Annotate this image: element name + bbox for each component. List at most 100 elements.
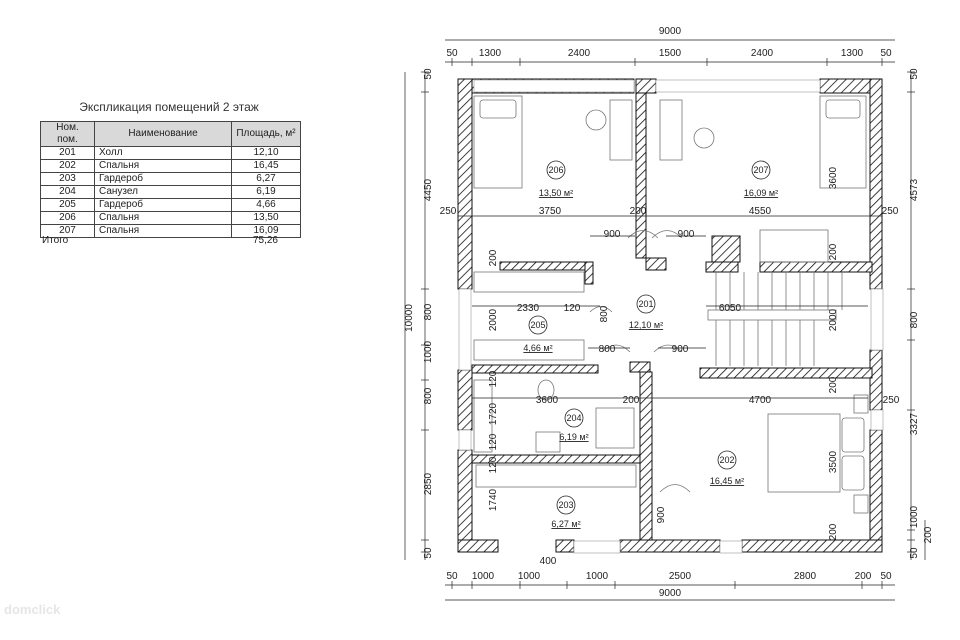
dim-inner: 6050 <box>719 303 742 314</box>
dimension-lines <box>404 39 926 601</box>
total-value: 75,26 <box>252 235 278 246</box>
col-header-area: Площадь, м² <box>231 121 301 147</box>
dim-inner: 200 <box>828 523 839 540</box>
room-marker-205 <box>528 315 548 335</box>
dim-inner: 3600 <box>828 166 839 189</box>
toilet <box>537 379 555 401</box>
room-number-203: 203 <box>558 500 573 510</box>
dim-right-seg: 50 <box>909 68 920 80</box>
nightstand <box>853 394 869 414</box>
dim-inner: 250 <box>883 395 900 406</box>
dim-top-seg: 2400 <box>568 48 591 59</box>
wall-right <box>869 78 883 290</box>
room-number-205: 205 <box>530 320 545 330</box>
nightstand <box>853 494 869 514</box>
shower <box>595 407 635 449</box>
dim-inner: 800 <box>599 344 616 355</box>
dim-bottom-seg: 2500 <box>669 571 692 582</box>
dim-left-seg: 1000 <box>423 340 434 363</box>
pillow <box>841 455 865 491</box>
bed <box>767 413 841 493</box>
wardrobe <box>473 271 585 293</box>
dim-top-seg: 50 <box>880 48 892 59</box>
dim-inner: 200 <box>488 249 499 266</box>
dim-right-seg: 800 <box>909 311 920 328</box>
wardrobe <box>473 339 585 361</box>
window <box>573 540 621 554</box>
pillow <box>479 99 517 119</box>
dim-top-seg: 2400 <box>751 48 774 59</box>
dim-inner: 120 <box>488 370 499 387</box>
pillow <box>841 417 865 453</box>
room-marker-207 <box>751 160 771 180</box>
dim-left-seg: 4450 <box>423 178 434 201</box>
dim-inner: 200 <box>630 206 647 217</box>
door-swing <box>589 306 613 313</box>
wardrobe <box>475 464 637 488</box>
room-area: 16,09 <box>231 224 301 238</box>
room-number-201: 201 <box>638 299 653 309</box>
bed <box>819 95 867 189</box>
wall-interior <box>584 261 594 285</box>
dim-inner: 2330 <box>517 303 540 314</box>
wall-top <box>635 78 657 94</box>
door-swing <box>659 484 691 493</box>
window <box>458 429 472 451</box>
wall-bottom <box>457 539 499 553</box>
wall-right <box>869 349 883 411</box>
stair-landing <box>707 309 837 321</box>
wall-interior <box>471 454 641 464</box>
dim-left-seg: 2850 <box>423 472 434 495</box>
dim-inner: 3500 <box>828 450 839 473</box>
room-number-206: 206 <box>548 165 563 175</box>
table-total: Итого 75,26 <box>42 235 278 246</box>
room-number: 207 <box>40 224 95 238</box>
wall-right <box>869 429 883 553</box>
sink <box>535 431 561 453</box>
wall-interior <box>645 257 667 271</box>
door-swing <box>601 344 631 353</box>
dim-bottom-seg: 50 <box>880 571 892 582</box>
room-number-207: 207 <box>753 165 768 175</box>
dim-inner: 2000 <box>828 308 839 331</box>
dim-top-seg: 1300 <box>479 48 502 59</box>
dim-right-seg: 3327 <box>909 412 920 435</box>
room-area-201: 12,10 м² <box>629 320 663 330</box>
wall-bottom <box>741 539 883 553</box>
dim-bottom-seg: 50 <box>446 571 458 582</box>
chimney <box>711 235 741 263</box>
room-area: 16,45 <box>231 159 301 173</box>
dim-inner: 120 <box>488 433 499 450</box>
room-marker-203 <box>556 495 576 515</box>
dim-left-seg: 800 <box>423 387 434 404</box>
room-area-207: 16,09 м² <box>744 188 778 198</box>
wall-interior <box>629 361 651 373</box>
room-number-202: 202 <box>719 455 734 465</box>
wall-interior <box>639 371 653 541</box>
dim-right-seg: 4573 <box>909 178 920 201</box>
walls <box>457 78 884 554</box>
desk <box>609 99 633 161</box>
wall-left <box>457 449 473 553</box>
fixtures <box>473 95 869 514</box>
room-area-202: 16,45 м² <box>710 476 744 486</box>
stair-top <box>759 229 829 263</box>
dim-left-seg: 50 <box>423 68 434 80</box>
room-area-204: 6,19 м² <box>559 432 588 442</box>
wall-interior <box>499 261 591 271</box>
dim-top-seg: 1300 <box>841 48 864 59</box>
dim-right-seg: 50 <box>909 547 920 559</box>
chair <box>693 127 715 149</box>
dim-inner: 900 <box>604 229 621 240</box>
dim-bottom-total: 9000 <box>659 588 682 599</box>
dim-inner: 800 <box>599 305 610 322</box>
wall-bottom <box>555 539 575 553</box>
window <box>458 288 472 371</box>
window <box>719 540 743 554</box>
dim-left-total: 10000 <box>404 304 415 332</box>
dim-inner: 1740 <box>488 488 499 511</box>
